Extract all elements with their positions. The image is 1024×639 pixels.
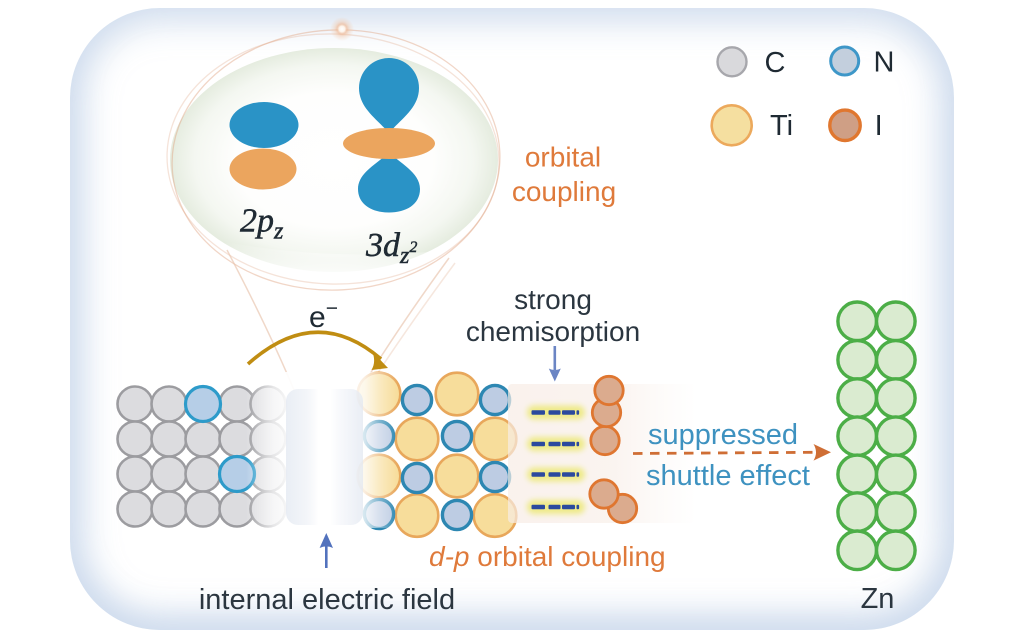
svg-text:orbital: orbital bbox=[525, 142, 601, 173]
svg-text:3dz2: 3dz2 bbox=[365, 227, 417, 269]
svg-text:N: N bbox=[874, 46, 895, 78]
svg-text:d-p orbital coupling: d-p orbital coupling bbox=[429, 541, 666, 572]
svg-text:strong: strong bbox=[514, 284, 592, 315]
svg-text:shuttle effect: shuttle effect bbox=[646, 460, 810, 492]
svg-text:suppressed: suppressed bbox=[648, 419, 798, 451]
svg-text:chemisorption: chemisorption bbox=[466, 316, 640, 347]
svg-text:coupling: coupling bbox=[512, 176, 616, 207]
svg-text:I: I bbox=[875, 110, 883, 142]
svg-text:Zn: Zn bbox=[861, 583, 895, 615]
svg-text:C: C bbox=[765, 47, 786, 79]
svg-text:internal electric field: internal electric field bbox=[199, 584, 455, 616]
svg-text:Ti: Ti bbox=[770, 110, 793, 142]
svg-text:2pz: 2pz bbox=[240, 203, 284, 245]
